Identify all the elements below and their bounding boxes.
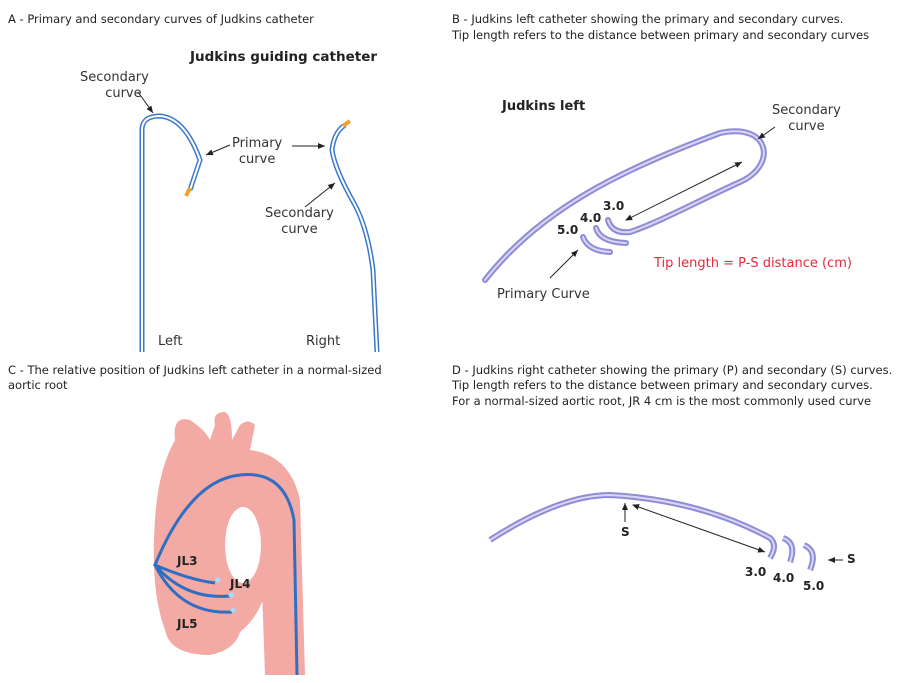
tip-length-formula: Tip length = P-S distance (cm) [654, 256, 852, 271]
panel-b-heading: Judkins left [502, 99, 586, 114]
s-label-top: S [621, 525, 630, 539]
panel-a-heading: Judkins guiding catheter [190, 49, 378, 65]
aortic-root-illustration [153, 412, 305, 676]
panel-d-arrows [622, 503, 843, 563]
jl3-label: JL3 [177, 554, 198, 568]
left-judkins-catheter [139, 113, 203, 352]
panel-a-arrows [137, 91, 336, 208]
jl4-label: JL4 [230, 577, 251, 591]
judkins-left-catheter [482, 128, 767, 283]
panel-a-title: A - Primary and secondary curves of Judk… [8, 12, 314, 26]
jr-tip-length-4: 4.0 [773, 571, 795, 585]
jr-tip-length-3: 3.0 [745, 565, 767, 579]
panel-d-title-line-2: Tip length refers to the distance betwee… [452, 378, 873, 392]
tip-length-5: 5.0 [557, 223, 579, 237]
left-catheter-label: Left [158, 334, 183, 349]
judkins-right-catheter [488, 491, 816, 572]
right-judkins-catheter [329, 119, 380, 353]
tip-length-4: 4.0 [580, 211, 602, 225]
panel-c-title-line-1: C - The relative position of Judkins lef… [8, 363, 382, 377]
primary-curve-label-b: Primary Curve [497, 287, 590, 302]
tip-length-3: 3.0 [603, 199, 625, 213]
panel-b-title-line-2: Tip length refers to the distance betwee… [452, 28, 870, 42]
right-catheter-label: Right [306, 334, 341, 349]
panel-b-title-line-1: B - Judkins left catheter showing the pr… [452, 12, 844, 26]
panel-b-arrows [549, 126, 776, 279]
s-label-right: S [847, 552, 856, 566]
jr-tip-length-5: 5.0 [803, 579, 825, 593]
panel-d-title-line-3: For a normal-sized aortic root, JR 4 cm … [452, 394, 872, 408]
panel-c-title-line-2: aortic root [8, 378, 68, 392]
panel-d-title-line-1: D - Judkins right catheter showing the p… [452, 363, 893, 377]
jl5-label: JL5 [177, 617, 198, 631]
